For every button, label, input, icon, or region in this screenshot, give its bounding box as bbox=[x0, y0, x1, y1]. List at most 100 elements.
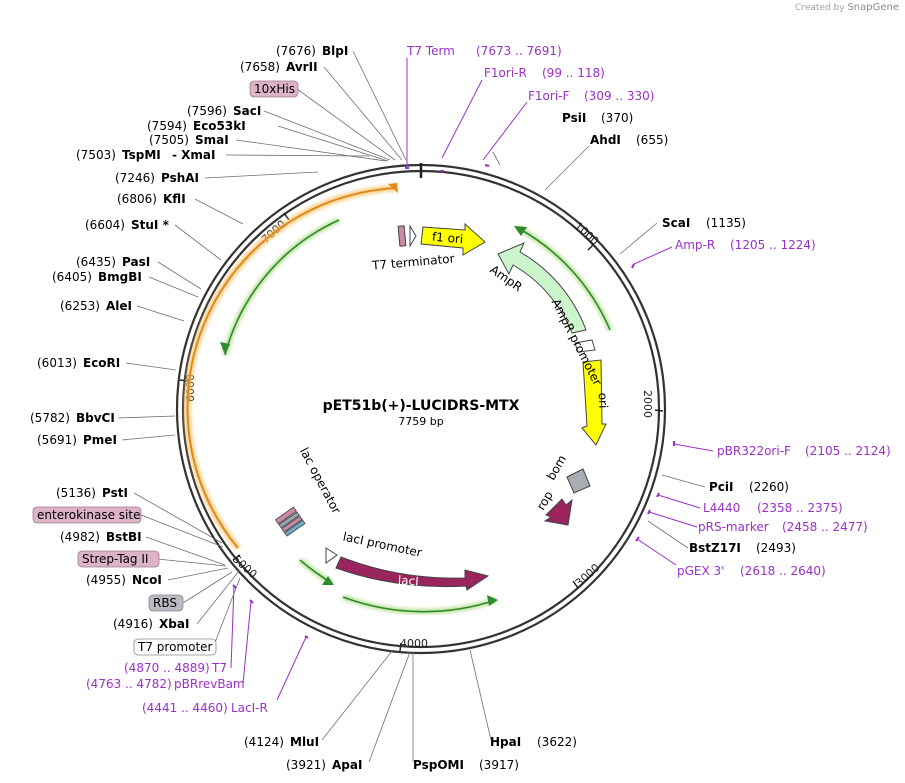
site-pos-ncoi: (4955) bbox=[86, 573, 126, 587]
primer-range-f1orif: (309 .. 330) bbox=[584, 89, 654, 103]
primer-range-pbrrev: (4763 .. 4782) bbox=[86, 677, 172, 691]
tick-label-2000: 2000 bbox=[641, 390, 654, 418]
site-name-stui: StuI * bbox=[131, 218, 170, 232]
site-pos-smai: (7505) bbox=[149, 133, 189, 147]
orf-green-bottom-line bbox=[342, 596, 497, 613]
site-pos-psii: (370) bbox=[601, 111, 633, 125]
primer-range-t7: (4870 .. 4889) bbox=[124, 661, 210, 675]
site-pos-tspmi: (7503) bbox=[76, 148, 116, 162]
site-name-avrii: AvrII bbox=[286, 60, 318, 74]
boxed-feature-labels: 10xHis enterokinase site Strep-Tag II RB… bbox=[32, 80, 299, 656]
primer-range-t7term: (7673 .. 7691) bbox=[476, 44, 562, 58]
feature-leaders bbox=[140, 88, 396, 646]
primer-range-laci: (4441 .. 4460) bbox=[142, 701, 228, 715]
site-pos-stui: (6604) bbox=[85, 218, 125, 232]
rop-arrow bbox=[543, 498, 573, 526]
primer-labels: T7 Term (7673 .. 7691) F1ori-R (99 .. 11… bbox=[86, 44, 891, 715]
site-pos-psti: (5136) bbox=[56, 486, 96, 500]
primer-name-f1orir: F1ori-R bbox=[484, 66, 527, 80]
plasmid-name: pET51b(+)-LUCIDRS-MTX bbox=[323, 398, 520, 414]
rbs-label: RBS bbox=[153, 596, 177, 610]
site-name-pasi: PasI bbox=[122, 255, 150, 269]
site-name-bmgbi: BmgBI bbox=[98, 270, 142, 284]
tick-label-3000: 3000 bbox=[573, 561, 603, 589]
primer-range-l4440: (2358 .. 2375) bbox=[757, 501, 843, 515]
site-pos-xbai: (4916) bbox=[113, 617, 153, 631]
primer-name-l4440: L4440 bbox=[703, 501, 740, 515]
strep-tag-box bbox=[77, 550, 160, 568]
primer-range-ampr: (1205 .. 1224) bbox=[730, 238, 816, 252]
site-name-ecori: EcoRI bbox=[83, 356, 120, 370]
site-pos-bmgbi: (6405) bbox=[52, 270, 92, 284]
primer-name-prs: pRS-marker bbox=[698, 520, 769, 534]
orf-green-right-arrowhead bbox=[514, 226, 527, 236]
primer-range-f1orir: (99 .. 118) bbox=[542, 66, 605, 80]
tick-label-1000: 1000 bbox=[572, 220, 602, 248]
site-name-bbvci: BbvCI bbox=[76, 411, 115, 425]
tick-label-4000: 4000 bbox=[400, 637, 428, 650]
t7-terminator-box bbox=[397, 225, 407, 247]
primer-name-f1orif: F1ori-F bbox=[528, 89, 569, 103]
orf-green-left-arrowhead bbox=[220, 342, 230, 355]
site-name-psti: PstI bbox=[102, 486, 128, 500]
site-name-psii: PsiI bbox=[562, 111, 586, 125]
feature-arrows bbox=[274, 222, 607, 591]
site-name-bstz17i: BstZ17I bbox=[689, 541, 741, 555]
lac-operator-cluster bbox=[274, 506, 306, 537]
t7-terminator-label: T7 terminator bbox=[371, 251, 456, 272]
enterokinase-label: enterokinase site bbox=[37, 508, 140, 522]
primer-range-pgex: (2618 .. 2640) bbox=[740, 564, 826, 578]
enterokinase-box bbox=[32, 506, 142, 524]
laci-promoter-label: lacI promoter bbox=[342, 529, 424, 559]
primer-name-pbr322: pBR322ori-F bbox=[717, 444, 791, 458]
primer-name-pgex: pGEX 3' bbox=[677, 564, 724, 578]
orf-orange-line bbox=[186, 187, 398, 549]
site-name-pmei: PmeI bbox=[83, 433, 117, 447]
site-pos-apai: (3921) bbox=[286, 758, 326, 772]
orf-green-left-glow bbox=[222, 217, 341, 356]
t7-promoter-box bbox=[133, 638, 217, 656]
watermark: Created by SnapGene bbox=[795, 2, 899, 13]
site-pos-bstbi: (4982) bbox=[60, 530, 100, 544]
primer-name-t7term: T7 Term bbox=[406, 44, 455, 58]
site-name-saci: SacI bbox=[233, 104, 261, 118]
site-name-smai: SmaI bbox=[195, 133, 229, 147]
site-pos-mlui: (4124) bbox=[244, 735, 284, 749]
site-pos-pmei: (5691) bbox=[37, 433, 77, 447]
site-name-apai: ApaI bbox=[332, 758, 362, 772]
strep-tag-label: Strep-Tag II bbox=[82, 552, 148, 566]
site-name-pcii: PciI bbox=[709, 480, 734, 494]
snapgene-logo: SnapGene bbox=[847, 2, 899, 13]
site-pos-pcii: (2260) bbox=[749, 480, 789, 494]
site-name-pshai: PshAI bbox=[161, 171, 199, 185]
orf-orange-arrowhead bbox=[388, 183, 398, 193]
laci-label: lacI bbox=[397, 573, 419, 588]
t7-promoter-label: T7 promoter bbox=[137, 640, 213, 654]
site-pos-blpi: (7676) bbox=[276, 44, 316, 58]
orf-orange-glow bbox=[184, 184, 398, 551]
laci-arrow bbox=[335, 556, 490, 591]
orf-green-right-line bbox=[517, 227, 611, 331]
site-name-hpai: HpaI bbox=[490, 735, 521, 749]
site-pos-ecori: (6013) bbox=[37, 356, 77, 370]
primer-name-ampr: Amp-R bbox=[675, 238, 715, 252]
t7-terminator-arrow bbox=[409, 224, 417, 248]
enzyme-labels-left: (7676) BlpI (7658) AvrII (7596) SacI (75… bbox=[30, 44, 348, 631]
laci-promoter-arrow bbox=[325, 547, 338, 564]
site-pos-bbvci: (5782) bbox=[30, 411, 70, 425]
ampr-promoter-arrow bbox=[574, 339, 596, 353]
bom-label: bom bbox=[544, 453, 569, 483]
site-pos-scai: (1135) bbox=[706, 216, 746, 230]
site-pos-alei: (6253) bbox=[60, 299, 100, 313]
rbs-box bbox=[148, 594, 184, 612]
primer-name-laci: LacI-R bbox=[231, 701, 268, 715]
site-pos-bstz17i: (2493) bbox=[756, 541, 796, 555]
site-name-ncoi: NcoI bbox=[132, 573, 162, 587]
orf-green-left-line bbox=[224, 219, 340, 356]
his-tag-box bbox=[249, 80, 299, 98]
site-pos-kfli: (6806) bbox=[117, 192, 157, 206]
lac-operator-label: lac operator bbox=[297, 445, 344, 516]
site-name-ahdi: AhdI bbox=[590, 133, 621, 147]
primer-range-pbr322: (2105 .. 2124) bbox=[805, 444, 891, 458]
